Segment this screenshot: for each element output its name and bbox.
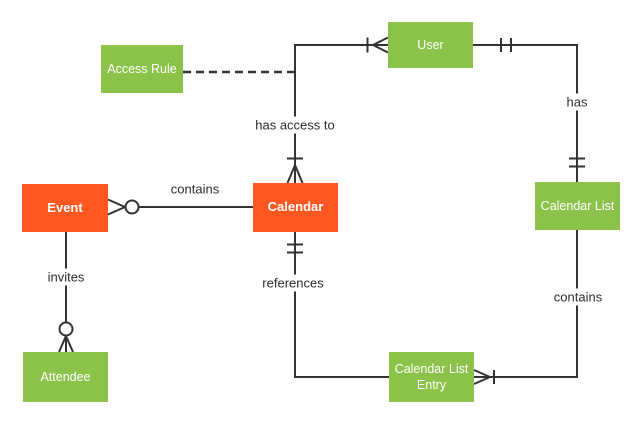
entity-calendar-list-entry-label: Calendar List Entry — [394, 361, 469, 392]
one-and-only-one-icon — [287, 243, 303, 254]
edge-calendar-contains-event — [107, 198, 253, 216]
zero-circle-icon — [124, 199, 140, 215]
entity-attendee-label: Attendee — [40, 369, 91, 384]
edge-label-contains: contains — [166, 180, 224, 198]
edge-label-invites: invites — [43, 268, 89, 286]
edge-user-has-access-to-calendar — [286, 36, 389, 184]
entity-calendar-list-label: Calendar List — [540, 198, 615, 213]
entity-user-label: User — [417, 37, 444, 52]
entity-access-rule-label: Access Rule — [107, 61, 177, 76]
one-and-only-one-icon — [500, 38, 512, 52]
entity-event-label: Event — [47, 199, 83, 215]
entity-access-rule[interactable]: Access Rule — [101, 45, 183, 93]
edge-label-has: has — [562, 93, 592, 111]
crows-foot-many-icon — [58, 335, 74, 353]
edge-calendar-list-contains-entry — [473, 230, 578, 385]
edge-entry-references-calendar — [287, 232, 389, 378]
edge-label-references: references — [258, 274, 328, 292]
entity-attendee[interactable]: Attendee — [23, 352, 108, 402]
entity-calendar-list[interactable]: Calendar List — [535, 182, 620, 230]
entity-calendar-label: Calendar — [267, 199, 324, 215]
entity-user[interactable]: User — [388, 22, 473, 68]
entity-event[interactable]: Event — [22, 184, 108, 232]
edge-event-invites-attendee — [58, 232, 74, 353]
edge-user-has-calendar-list — [473, 38, 585, 182]
edge-label-has-access-to: has access to — [251, 116, 339, 134]
entity-calendar[interactable]: Calendar — [253, 183, 338, 232]
crows-foot-many-icon — [286, 164, 304, 184]
zero-circle-icon — [58, 321, 74, 337]
one-and-only-one-icon — [569, 157, 585, 168]
crows-foot-many-icon — [372, 36, 389, 54]
crows-foot-many-icon — [107, 198, 126, 216]
edge-label-contains: contains — [549, 288, 607, 306]
crows-foot-many-icon — [473, 369, 491, 385]
entity-calendar-list-entry[interactable]: Calendar List Entry — [389, 352, 474, 402]
